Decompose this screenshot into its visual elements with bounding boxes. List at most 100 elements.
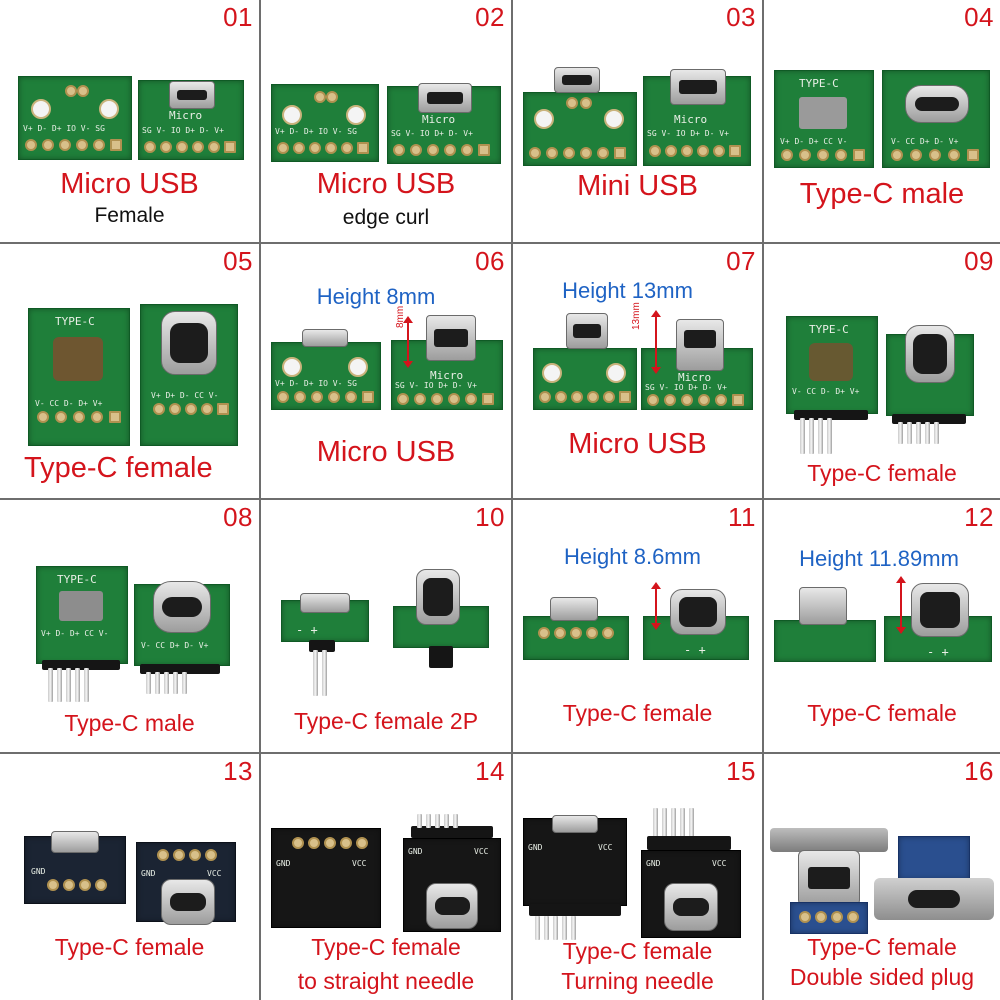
pcb-board: GND VCC [136, 842, 236, 925]
cell-05[interactable]: 05 TYPE-C V- CC D- D+ V+ V+ D+ D- CC V- … [0, 244, 259, 498]
height-arrow [651, 582, 661, 630]
cell-08[interactable]: 08 TYPE-C V+ D- D+ CC V- V- CC D+ D- V+ … [0, 500, 259, 752]
pin-labels: V- CC D+ D- V+ [141, 641, 209, 650]
cell-number: 15 [726, 756, 756, 786]
pin-labels: SG V- IO D+ D- V+ [395, 381, 477, 390]
silk-plus-minus: - + [684, 643, 706, 657]
silk-plus-minus: - + [296, 623, 318, 637]
cell-10[interactable]: 10 - + Type-C female 2P [261, 500, 511, 752]
pcb-board [393, 569, 489, 648]
height-arrow [403, 316, 413, 368]
pin-labels: V+ D- D+ IO V- SG [275, 127, 357, 136]
cell-01[interactable]: 01 V+ D- D+ IO V- SG Micro SG V- IO D+ D… [0, 0, 259, 242]
product-label: Micro USB [60, 168, 199, 200]
silk-typec: TYPE-C [799, 77, 839, 90]
pcb-board: TYPE-C V+ D- D+ CC V- [774, 70, 874, 168]
silk-vcc: VCC [207, 869, 222, 878]
pcb-board: GND VCC [403, 838, 501, 932]
product-label: Type-C female [311, 934, 461, 960]
cell-14[interactable]: 14 GND VCC GND VCC Type-C female to stra… [261, 754, 511, 1000]
pcb-board: V+ D+ D- CC V- [140, 304, 238, 446]
header-pins [653, 808, 694, 838]
usb-c-receptacle [798, 850, 860, 906]
silk-micro: Micro [678, 371, 712, 384]
cell-16[interactable]: 16 Type-C female Double sided plug [764, 754, 1000, 1000]
cell-number: 08 [223, 502, 253, 532]
mounting-bracket [874, 878, 994, 920]
product-label: Micro USB [568, 428, 707, 460]
pcb-board [533, 313, 637, 410]
pcb-board [790, 902, 868, 934]
pcb-board: V- CC D+ D- V+ [134, 581, 230, 666]
silk-typec: TYPE-C [55, 315, 95, 328]
header-pins [898, 422, 939, 444]
pcb-board: V- CC D+ D- V+ [882, 70, 990, 168]
height-arrow [651, 310, 661, 374]
cell-13[interactable]: 13 GND GND VCC Type-C female [0, 754, 259, 1000]
silk-micro: Micro [169, 109, 203, 122]
pcb-board: TYPE-C V+ D- D+ CC V- [36, 566, 128, 664]
product-label: Type-C male [799, 178, 965, 210]
product-label: Mini USB [577, 170, 698, 202]
pcb-board: Micro SG V- IO D+ D- V+ [641, 319, 753, 410]
cell-number: 02 [475, 2, 505, 32]
mounting-bracket [770, 828, 888, 852]
product-sublabel: Turning needle [561, 968, 714, 994]
silk-gnd: GND [141, 869, 156, 878]
silk-gnd: GND [528, 843, 543, 852]
pin-labels: V+ D- D+ CC V- [780, 137, 848, 146]
pcb-board: GND VCC [523, 815, 627, 906]
pin-labels: V+ D+ D- CC V- [151, 391, 219, 400]
cell-07[interactable]: 07 Height 13mm Micro SG V- IO D+ D- V+ 1… [513, 244, 762, 498]
dimension-label: 13mm [631, 302, 642, 330]
pin-labels: V- CC D- D+ V+ [35, 399, 103, 408]
pin-labels: V- CC D+ D- V+ [891, 137, 959, 146]
cell-06[interactable]: 06 Height 8mm V+ D- D+ IO V- SG Micro SG… [261, 244, 511, 498]
pcb-board: - + [281, 593, 369, 642]
cell-number: 10 [475, 502, 505, 532]
cell-number: 05 [223, 246, 253, 276]
height-label: Height 8.6mm [564, 544, 701, 569]
silk-micro: Micro [430, 369, 464, 382]
pin-labels: SG V- IO D+ D- V+ [142, 126, 224, 135]
height-arrow [896, 576, 906, 634]
pin-labels: SG V- IO D+ D- V+ [645, 383, 727, 392]
cell-03[interactable]: 03 Micro SG V- IO D+ D- V+ Mini USB [513, 0, 762, 242]
silk-micro: Micro [422, 113, 456, 126]
silk-gnd: GND [31, 867, 46, 876]
pcb-board: TYPE-C V- CC D- D+ V+ [786, 316, 878, 414]
pin-labels: V+ D- D+ IO V- SG [275, 379, 357, 388]
pin-labels: SG V- IO D+ D- V+ [647, 129, 729, 138]
product-sublabel: Double sided plug [789, 964, 975, 990]
cell-12[interactable]: 12 Height 11.89mm - + Type-C female [764, 500, 1000, 752]
cell-11[interactable]: 11 Height 8.6mm - + Type-C female [513, 500, 762, 752]
silk-typec: TYPE-C [809, 323, 849, 336]
silk-gnd: GND [646, 859, 661, 868]
cell-04[interactable]: 04 TYPE-C V+ D- D+ CC V- V- CC D+ D- V+ … [764, 0, 1000, 242]
cell-09[interactable]: 09 TYPE-C V- CC D- D+ V+ Type-C female [764, 244, 1000, 498]
product-label: Type-C female [807, 934, 957, 960]
cell-number: 14 [475, 756, 505, 786]
pcb-board: GND VCC [641, 850, 741, 938]
cell-02[interactable]: 02 V+ D- D+ IO V- SG Micro SG V- IO D+ D… [261, 0, 511, 242]
cell-number: 09 [964, 246, 994, 276]
cell-number: 06 [475, 246, 505, 276]
cell-number: 11 [728, 502, 756, 532]
pcb-board: Micro SG V- IO D+ D- V+ [387, 83, 501, 164]
silk-typec: TYPE-C [57, 573, 97, 586]
pcb-board: TYPE-C V- CC D- D+ V+ [28, 308, 130, 446]
product-sublabel: to straight needle [297, 968, 475, 994]
cell-number: 07 [726, 246, 756, 276]
header-pins [417, 814, 458, 828]
cell-15[interactable]: 15 GND VCC GND VCC Type-C female Turning… [513, 754, 762, 1000]
pcb-board: Micro SG V- IO D+ D- V+ [643, 69, 751, 166]
pcb-board: GND [24, 831, 126, 904]
pcb-board: GND VCC [271, 828, 381, 928]
product-label: Type-C female [562, 938, 713, 964]
header-pins [535, 916, 576, 940]
silk-gnd: GND [408, 847, 423, 856]
silk-vcc: VCC [352, 859, 367, 868]
product-label: Type-C female 2P [293, 708, 479, 734]
height-label: Height 8mm [316, 284, 436, 309]
cell-number: 16 [964, 756, 994, 786]
